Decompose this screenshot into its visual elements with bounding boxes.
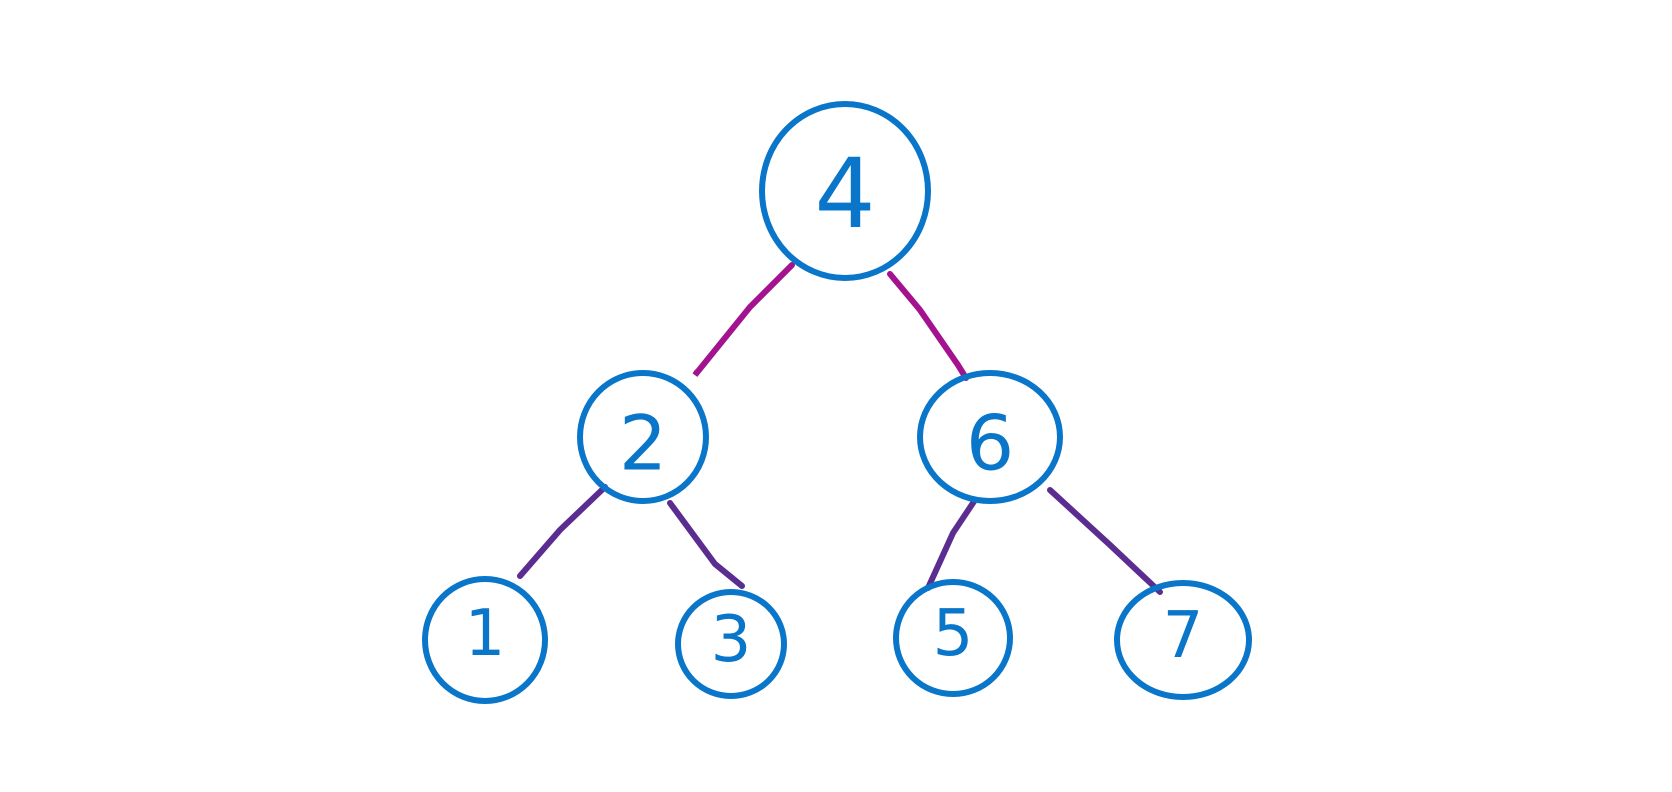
- edge-2-3: [667, 500, 745, 589]
- tree-node: 2: [577, 370, 709, 504]
- edge-4-2: [692, 262, 795, 377]
- node-circle-5: [893, 579, 1013, 697]
- node-label-4: 4: [814, 138, 875, 250]
- node-circle-7: [1114, 580, 1252, 700]
- tree-node: 3: [675, 589, 787, 699]
- tree-node: 4: [759, 101, 931, 281]
- node-label-2: 2: [619, 399, 667, 488]
- tree-node: 5: [893, 579, 1013, 697]
- tree-node: 1: [422, 576, 548, 704]
- node-circle-6: [917, 370, 1063, 504]
- tree-node: 6: [917, 370, 1063, 504]
- node-circle-1: [422, 576, 548, 704]
- node-label-6: 6: [966, 399, 1014, 488]
- node-circle-4: [759, 101, 931, 281]
- edge-6-5: [925, 497, 978, 591]
- node-label-3: 3: [711, 603, 752, 677]
- node-circle-3: [675, 589, 787, 699]
- node-circle-2: [577, 370, 709, 504]
- edge-2-1: [517, 484, 608, 579]
- tree-node: 7: [1114, 580, 1252, 700]
- edge-4-6: [887, 271, 969, 381]
- node-label-7: 7: [1163, 599, 1204, 673]
- node-label-1: 1: [465, 597, 506, 671]
- node-label-5: 5: [933, 597, 974, 671]
- edge-6-7: [1047, 487, 1163, 595]
